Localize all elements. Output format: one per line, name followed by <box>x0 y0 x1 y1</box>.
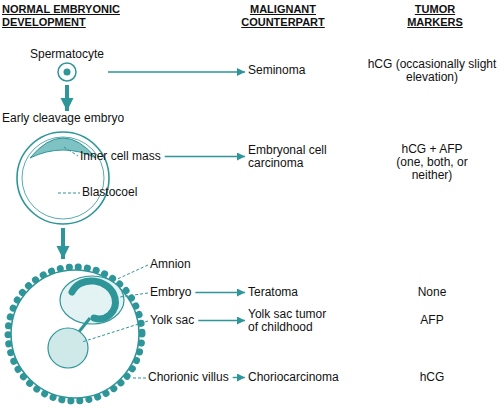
stage-label: Early cleavage embryo <box>2 112 124 125</box>
arrow-connector <box>233 377 245 378</box>
stage-label: Chorionic villus <box>148 371 229 384</box>
leader-line <box>64 147 78 156</box>
node-text: Teratoma <box>248 286 298 299</box>
arrow-connector <box>108 71 245 72</box>
leader-line <box>120 293 148 297</box>
marker-text: hCG <box>372 371 492 384</box>
marker-text: None <box>372 286 492 299</box>
cell-node: Spermatocyte <box>30 48 104 83</box>
stage-label: Amnion <box>150 258 191 271</box>
tumor-label: Yolk sac tumor of childhood <box>248 308 328 334</box>
node-text: Yolk sac tumor of childhood <box>248 308 328 334</box>
column-heading: TUMOR MARKERS <box>400 3 470 29</box>
column-heading: MALIGNANT COUNTERPART <box>233 3 333 29</box>
arrow-connector <box>165 156 245 157</box>
amnion-cavity <box>60 276 124 324</box>
stage-label: Embryo <box>150 286 191 299</box>
node-text: Spermatocyte <box>30 48 104 61</box>
tumor-label: Seminoma <box>248 64 305 77</box>
cell-shape <box>56 61 78 83</box>
tumor-label: Embryonal cell carcinoma <box>248 144 328 170</box>
stage-label: Inner cell mass <box>80 150 161 163</box>
chorionic-villi <box>8 267 142 401</box>
node-text: Embryo <box>150 286 191 299</box>
chorion <box>11 270 139 398</box>
node-text: Embryonal cell carcinoma <box>248 144 328 170</box>
leader-line <box>58 193 80 194</box>
node-text: Chorionic villus <box>148 371 229 384</box>
leader-line <box>113 265 148 281</box>
embryo-body <box>72 281 115 319</box>
marker-text: hCG + AFP (one, both, or neither) <box>392 143 472 182</box>
arrow-connector <box>65 85 69 111</box>
yolk-sac <box>48 328 88 368</box>
leader-line <box>82 321 148 342</box>
arrow-connector <box>198 320 245 321</box>
marker-text: AFP <box>372 314 492 327</box>
arrow-connector <box>195 292 245 293</box>
yolk-stalk <box>78 318 90 333</box>
development-arrow <box>61 228 65 259</box>
cell-membrane <box>58 63 76 81</box>
node-text: Blastocoel <box>82 186 137 199</box>
node-text: Inner cell mass <box>80 150 161 163</box>
cell-nucleus <box>64 69 71 76</box>
node-text: Amnion <box>150 258 191 271</box>
node-text: Early cleavage embryo <box>2 112 124 125</box>
blastocyst-wall <box>17 132 109 224</box>
tumor-label: Teratoma <box>248 286 298 299</box>
node-text: Yolk sac <box>150 314 194 327</box>
node-text: Seminoma <box>248 64 305 77</box>
column-heading: NORMAL EMBRYONIC DEVELOPMENT <box>2 3 132 29</box>
marker-text: hCG (occasionally slight elevation) <box>367 58 497 84</box>
node-text: Choriocarcinoma <box>248 371 339 384</box>
tumor-label: Choriocarcinoma <box>248 371 339 384</box>
stage-label: Yolk sac <box>150 314 194 327</box>
leader-line <box>131 378 146 379</box>
stage-label: Blastocoel <box>82 186 137 199</box>
